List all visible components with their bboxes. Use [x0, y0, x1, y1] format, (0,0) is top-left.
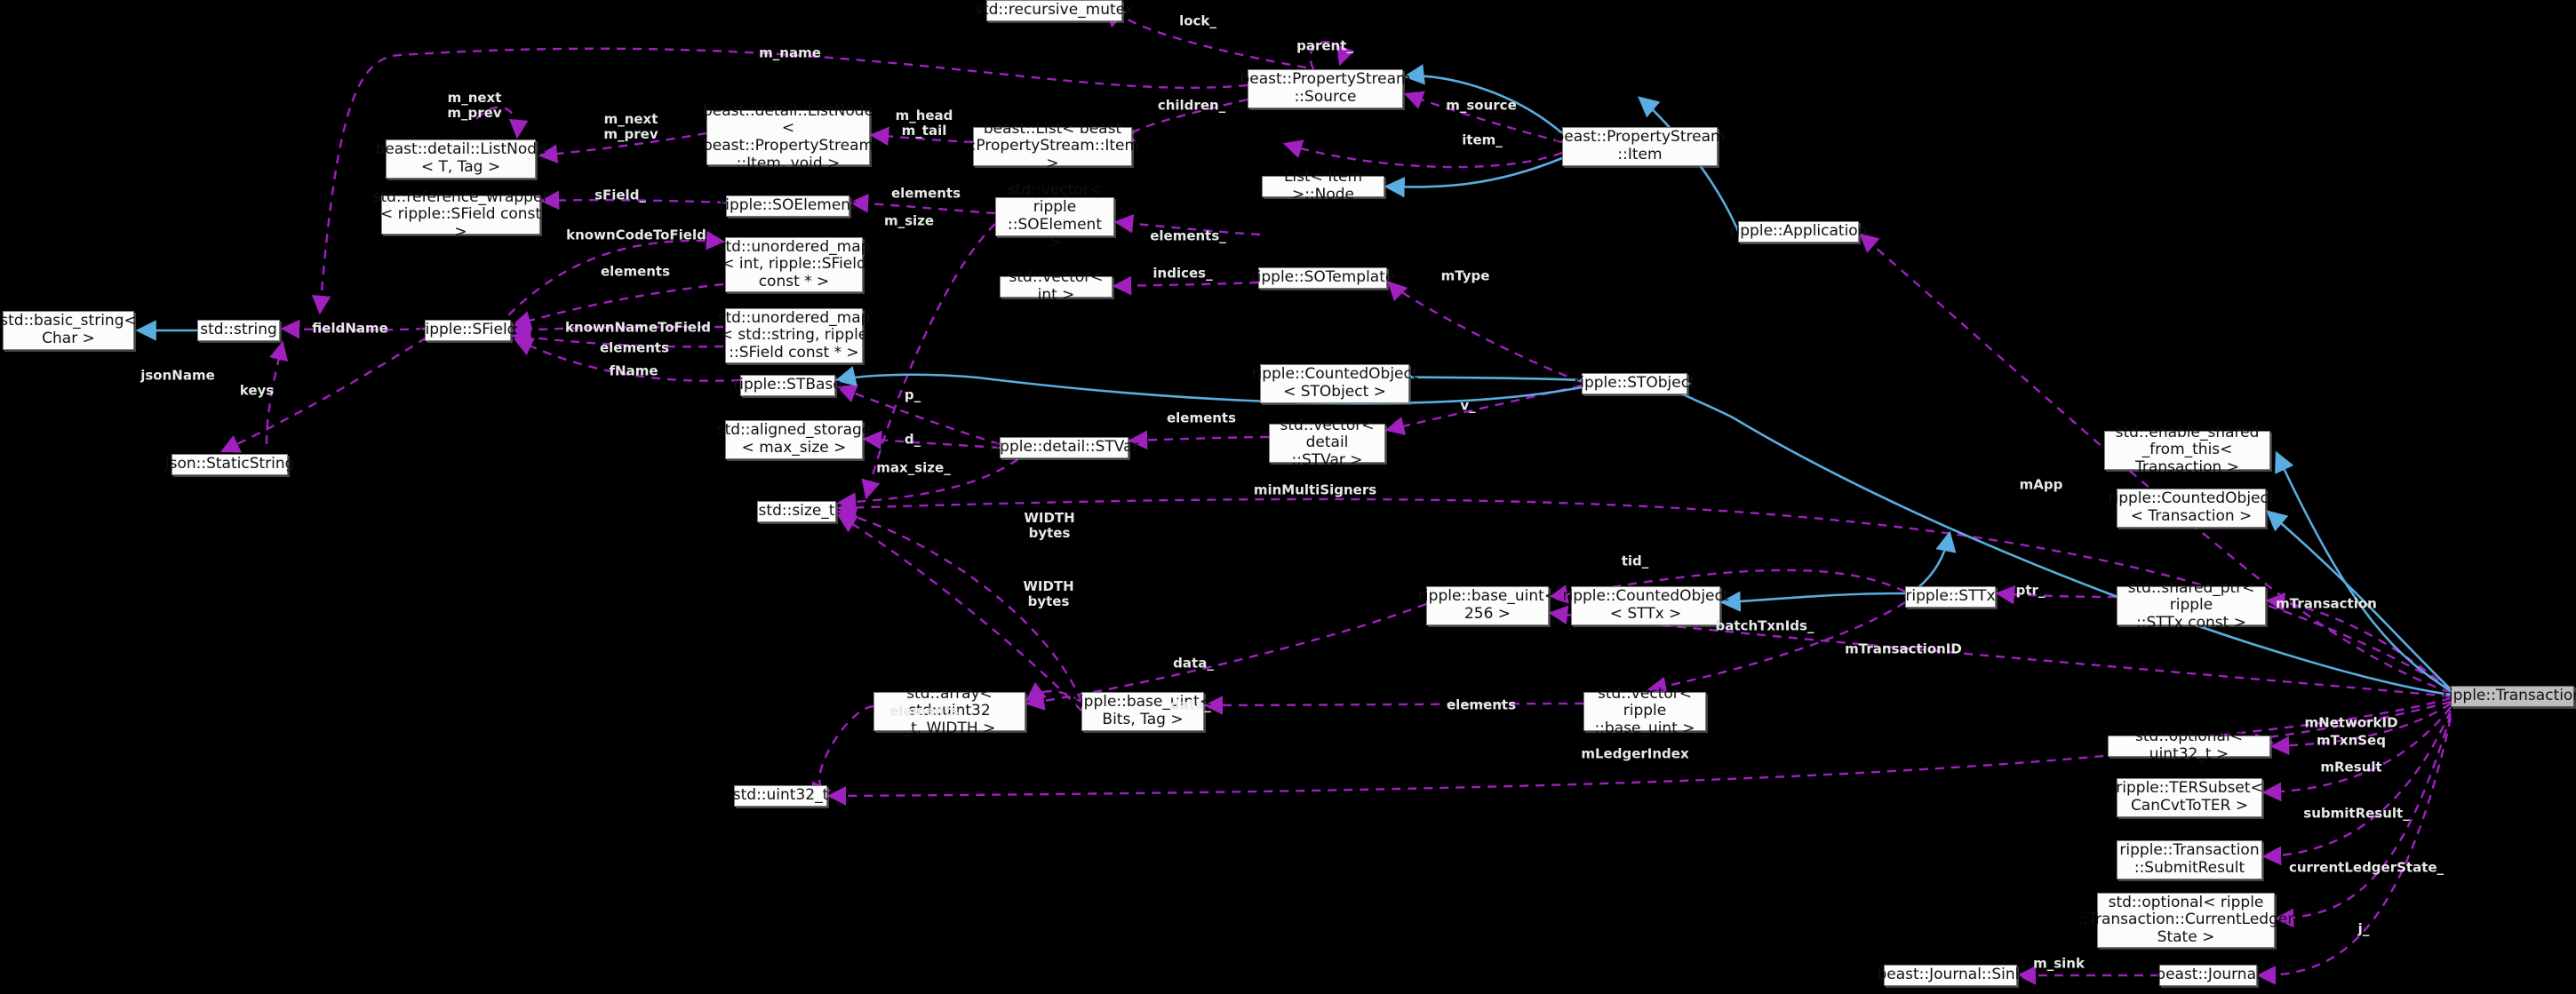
edge-label-minMultiSigners: minMultiSigners [1253, 481, 1377, 498]
class-node-list_item_node[interactable]: List< Item >::Node [1262, 169, 1384, 203]
edge-label-m_size: m_size [883, 212, 935, 229]
class-node-sttx[interactable]: ripple::STTx [1905, 586, 1996, 608]
class-node-stvar[interactable]: ripple::detail::STVar [989, 437, 1139, 458]
edge-label-submitResult: submitResult_ [2303, 805, 2410, 822]
class-node-listnode_item[interactable]: beast::detail::ListNode < beast::Propert… [702, 101, 874, 172]
class-node-ref_wrapper[interactable]: std::reference_wrapper < ripple::SField … [372, 187, 549, 241]
edge-label-m_next_m_prev_self: m_next m_prev [447, 89, 502, 121]
class-node-basic_string[interactable]: std::basic_string< Char > [0, 311, 137, 350]
edge-label-jsonName: jsonName [140, 367, 215, 384]
class-node-aligned_storage[interactable]: std::aligned_storage < max_size > [717, 420, 871, 459]
class-node-umap_int_sfield[interactable]: std::unordered_map < int, ripple::SField… [718, 237, 870, 292]
edge-label-knownNameToField: knownNameToField [565, 319, 711, 336]
class-node-ps_item[interactable]: beast::PropertyStream ::Item [1554, 127, 1726, 166]
class-node-submit_result[interactable]: ripple::Transaction ::SubmitResult [2117, 840, 2262, 879]
edge-label-data_1: data_ [1173, 655, 1214, 672]
edge-label-children: children_ [1157, 97, 1226, 114]
edge-label-m_head_m_tail: m_head m_tail [895, 107, 953, 139]
class-node-enable_shared[interactable]: std::enable_shared _from_this< Transacti… [2104, 424, 2270, 476]
class-node-umap_str_sfield[interactable]: std::unordered_map < std::string, ripple… [718, 308, 870, 363]
edge-label-batchTxnIds: batchTxnIds_ [1715, 617, 1814, 634]
class-node-ps_source[interactable]: beast::PropertyStream ::Source [1240, 69, 1411, 108]
edge-label-ptr: ptr_ [2015, 582, 2046, 599]
class-node-journal[interactable]: beast::Journal [2156, 965, 2261, 986]
class-node-counted_stobject[interactable]: ripple::CountedObject < STObject > [1251, 364, 1418, 403]
edge-label-elements_stvar: elements [1166, 410, 1237, 426]
edge-label-currentLedgerState: currentLedgerState_ [2288, 859, 2444, 876]
edge-label-mTransaction: mTransaction [2276, 595, 2377, 612]
class-node-counted_txn[interactable]: ripple::CountedObject < Transaction > [2108, 489, 2275, 528]
class-node-vec_soelement[interactable]: std::vector< ripple ::SOElement > [995, 181, 1114, 250]
edge-label-v_: v_ [1460, 397, 1476, 414]
edge-label-parent: parent_ [1296, 37, 1353, 54]
edge-label-mTxnSeq: mTxnSeq [2317, 732, 2386, 749]
edge-label-m_source: m_source [1446, 97, 1517, 114]
class-node-shared_ptr_sttx[interactable]: std::shared_ptr< ripple ::STTx const > [2117, 579, 2266, 632]
edge-label-fName: fName [609, 362, 658, 379]
edge-label-elements_vec: elements_ [1150, 227, 1226, 244]
edge-label-mTransactionID: mTransactionID [1845, 640, 1962, 657]
class-node-journal_sink[interactable]: beast::Journal::Sink [1877, 965, 2024, 986]
edge-label-mtype: mType [1440, 267, 1490, 284]
edge-label-indices: indices_ [1152, 265, 1213, 282]
edge-label-elements_snf: elements [599, 339, 670, 356]
class-node-vec_int[interactable]: std::vector< int > [1000, 269, 1113, 304]
class-node-uint32_t[interactable]: std::uint32_t [733, 785, 828, 807]
edge-label-elements_soel: elements [890, 185, 961, 202]
edge-label-mResult: mResult [2320, 759, 2382, 775]
class-node-listnode_t_tag[interactable]: beast::detail::ListNode < T, Tag > [376, 139, 546, 179]
class-node-opt_uint32[interactable]: std::optional< uint32_t > [2108, 728, 2270, 763]
class-node-vec_stvar[interactable]: std::vector< detail ::STVar > [1269, 417, 1385, 469]
edge-label-m_next_m_prev: m_next m_prev [603, 110, 658, 142]
edge-label-elements_arr: elements [889, 703, 960, 720]
class-node-counted_sttx[interactable]: ripple::CountedObject < STTx > [1562, 586, 1729, 625]
edge-label-WIDTH_bytes_1: WIDTH bytes [1024, 509, 1075, 541]
edge-label-item: item_ [1462, 131, 1503, 148]
edge-label-lock: lock_ [1179, 12, 1216, 29]
class-node-stbase[interactable]: ripple::STBase [733, 375, 842, 396]
class-node-beast_list_item[interactable]: beast::List< beast ::PropertyStream::Ite… [965, 119, 1140, 172]
edge-label-mNetworkID: mNetworkID [2304, 714, 2398, 731]
edge-label-m_name: m_name [759, 44, 821, 61]
edge-label-sfield_edge: sField_ [594, 187, 646, 203]
class-node-recursive_mutex[interactable]: std::recursive_mutex [975, 0, 1134, 21]
class-node-application[interactable]: ripple::Application [1730, 221, 1867, 243]
edge-label-WIDTH_bytes_2: WIDTH bytes [1023, 577, 1074, 609]
edge-label-data_2: data_ [1170, 696, 1211, 713]
class-node-tersubset[interactable]: ripple::TERSubset< CanCvtToTER > [2116, 778, 2263, 817]
edge-label-keys: keys [239, 382, 275, 399]
edge-label-j_: j_ [2357, 920, 2370, 937]
class-node-std_string[interactable]: std::string [197, 320, 280, 341]
edge-label-d_: d_ [904, 431, 921, 448]
class-node-base_uint_bits[interactable]: ripple::base_uint< Bits, Tag > [1073, 692, 1212, 731]
class-node-array_uint32[interactable]: std::array< std::uint32 _t, WIDTH > [873, 685, 1025, 737]
class-node-sfield[interactable]: ripple::SField [419, 320, 516, 341]
class-node-size_t[interactable]: std::size_t [757, 501, 836, 522]
class-node-base_uint_256[interactable]: ripple::base_uint< 256 > [1418, 586, 1557, 625]
edge-label-tid: tid_ [1621, 553, 1649, 569]
class-node-opt_currledger[interactable]: std::optional< ripple ::Transaction::Cur… [2078, 893, 2293, 948]
edge-label-elements_scf: elements [600, 263, 671, 280]
class-node-json_staticstring[interactable]: Json::StaticString [165, 454, 294, 475]
class-node-soelement[interactable]: ripple::SOElement [719, 195, 857, 217]
edge-label-p_: p_ [904, 386, 921, 403]
class-node-transaction[interactable]: ripple::Transaction [2443, 686, 2576, 707]
class-node-stobject[interactable]: ripple::STObject [1574, 373, 1695, 394]
class-node-sotemplate[interactable]: ripple::SOTemplate [1251, 267, 1394, 289]
edge-label-fieldName: fieldName [312, 320, 388, 337]
edge-label-elements_bu: elements [1446, 696, 1517, 713]
edge-label-max_size: max_size_ [876, 459, 951, 476]
edge-label-m_sink: m_sink [2033, 955, 2085, 972]
class-node-vec_base_uint[interactable]: std::vector< ripple ::base_uint > [1583, 685, 1706, 737]
edge-label-mApp: mApp [2019, 476, 2063, 493]
edge-label-mLedgerIndex: mLedgerIndex [1581, 745, 1689, 762]
edge-label-knownCodeToField: knownCodeToField [566, 227, 706, 243]
